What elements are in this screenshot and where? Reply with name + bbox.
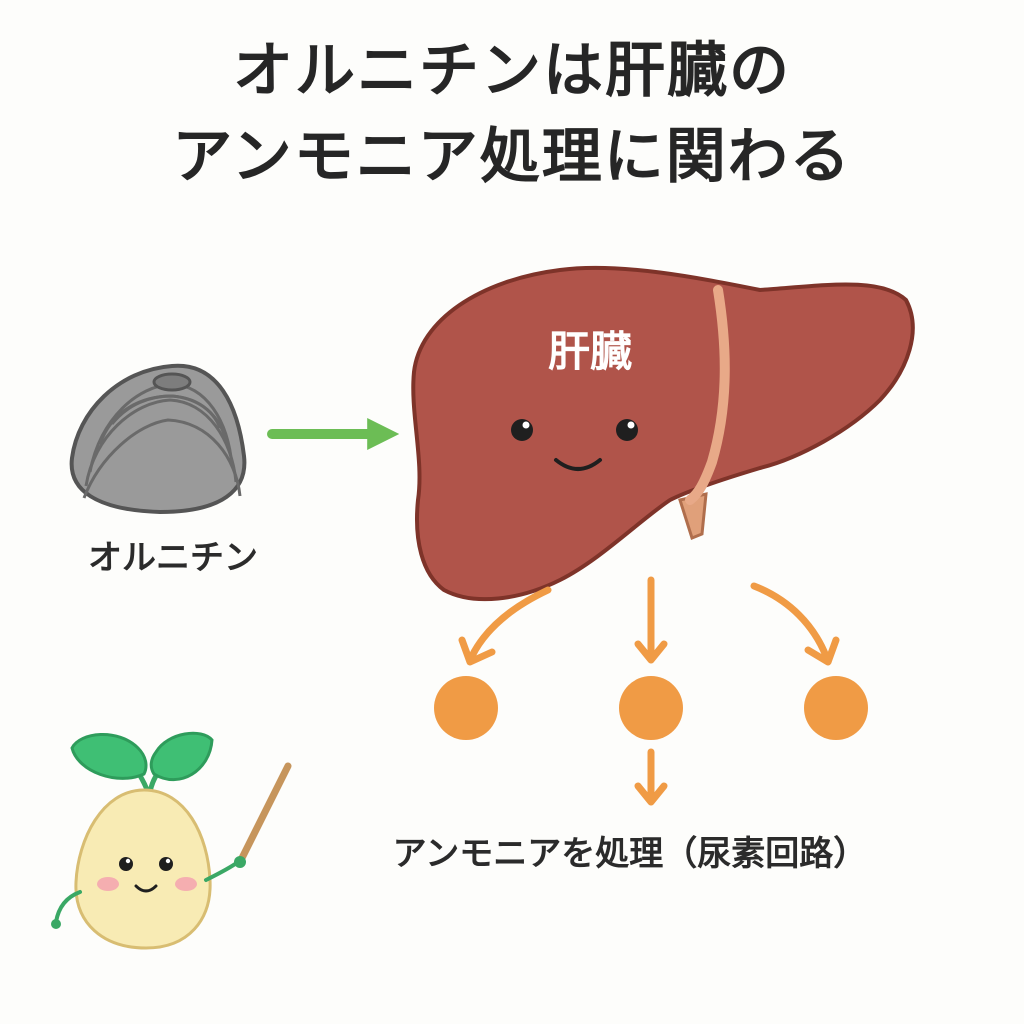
source-label: オルニチン [88, 538, 258, 578]
title-line-1: オルニチンは肝臓の [233, 36, 791, 106]
output-arrow-center-head [634, 640, 668, 664]
output-arrow-right [750, 582, 830, 660]
title-line-2: アンモニア処理に関わる [172, 122, 852, 192]
output-circles [434, 676, 868, 740]
output-arrows [458, 576, 840, 806]
right-leaf [149, 731, 214, 781]
output-circle-center [619, 676, 683, 740]
pointer-stick [236, 762, 292, 866]
mascot-smile [134, 884, 158, 893]
mascot-body [74, 788, 212, 950]
output-circle-right [804, 676, 868, 740]
mascot-right-cheek [175, 877, 197, 891]
liver-right-eye [616, 419, 638, 441]
result-label: アンモニアを処理（尿素回路） [392, 834, 868, 874]
mascot-left-cheek [97, 877, 119, 891]
output-arrow-left-head [458, 636, 496, 666]
output-arrow-right-head [804, 636, 840, 666]
left-leaf [70, 733, 148, 780]
page-title: オルニチンは肝臓の アンモニア処理に関わる [0, 28, 1024, 200]
liver-smile [554, 458, 602, 471]
sprout-mascot-icon [51, 731, 292, 950]
clam-icon [69, 363, 247, 515]
result-arrow-head [634, 782, 668, 806]
output-circle-left [434, 676, 498, 740]
mascot-right-eye [159, 857, 173, 871]
liver-left-eye [511, 419, 533, 441]
organ-label: 肝臓 [547, 327, 632, 376]
mascot-left-eye [119, 857, 133, 871]
liver-icon [411, 265, 915, 602]
output-arrow-left [468, 586, 552, 660]
